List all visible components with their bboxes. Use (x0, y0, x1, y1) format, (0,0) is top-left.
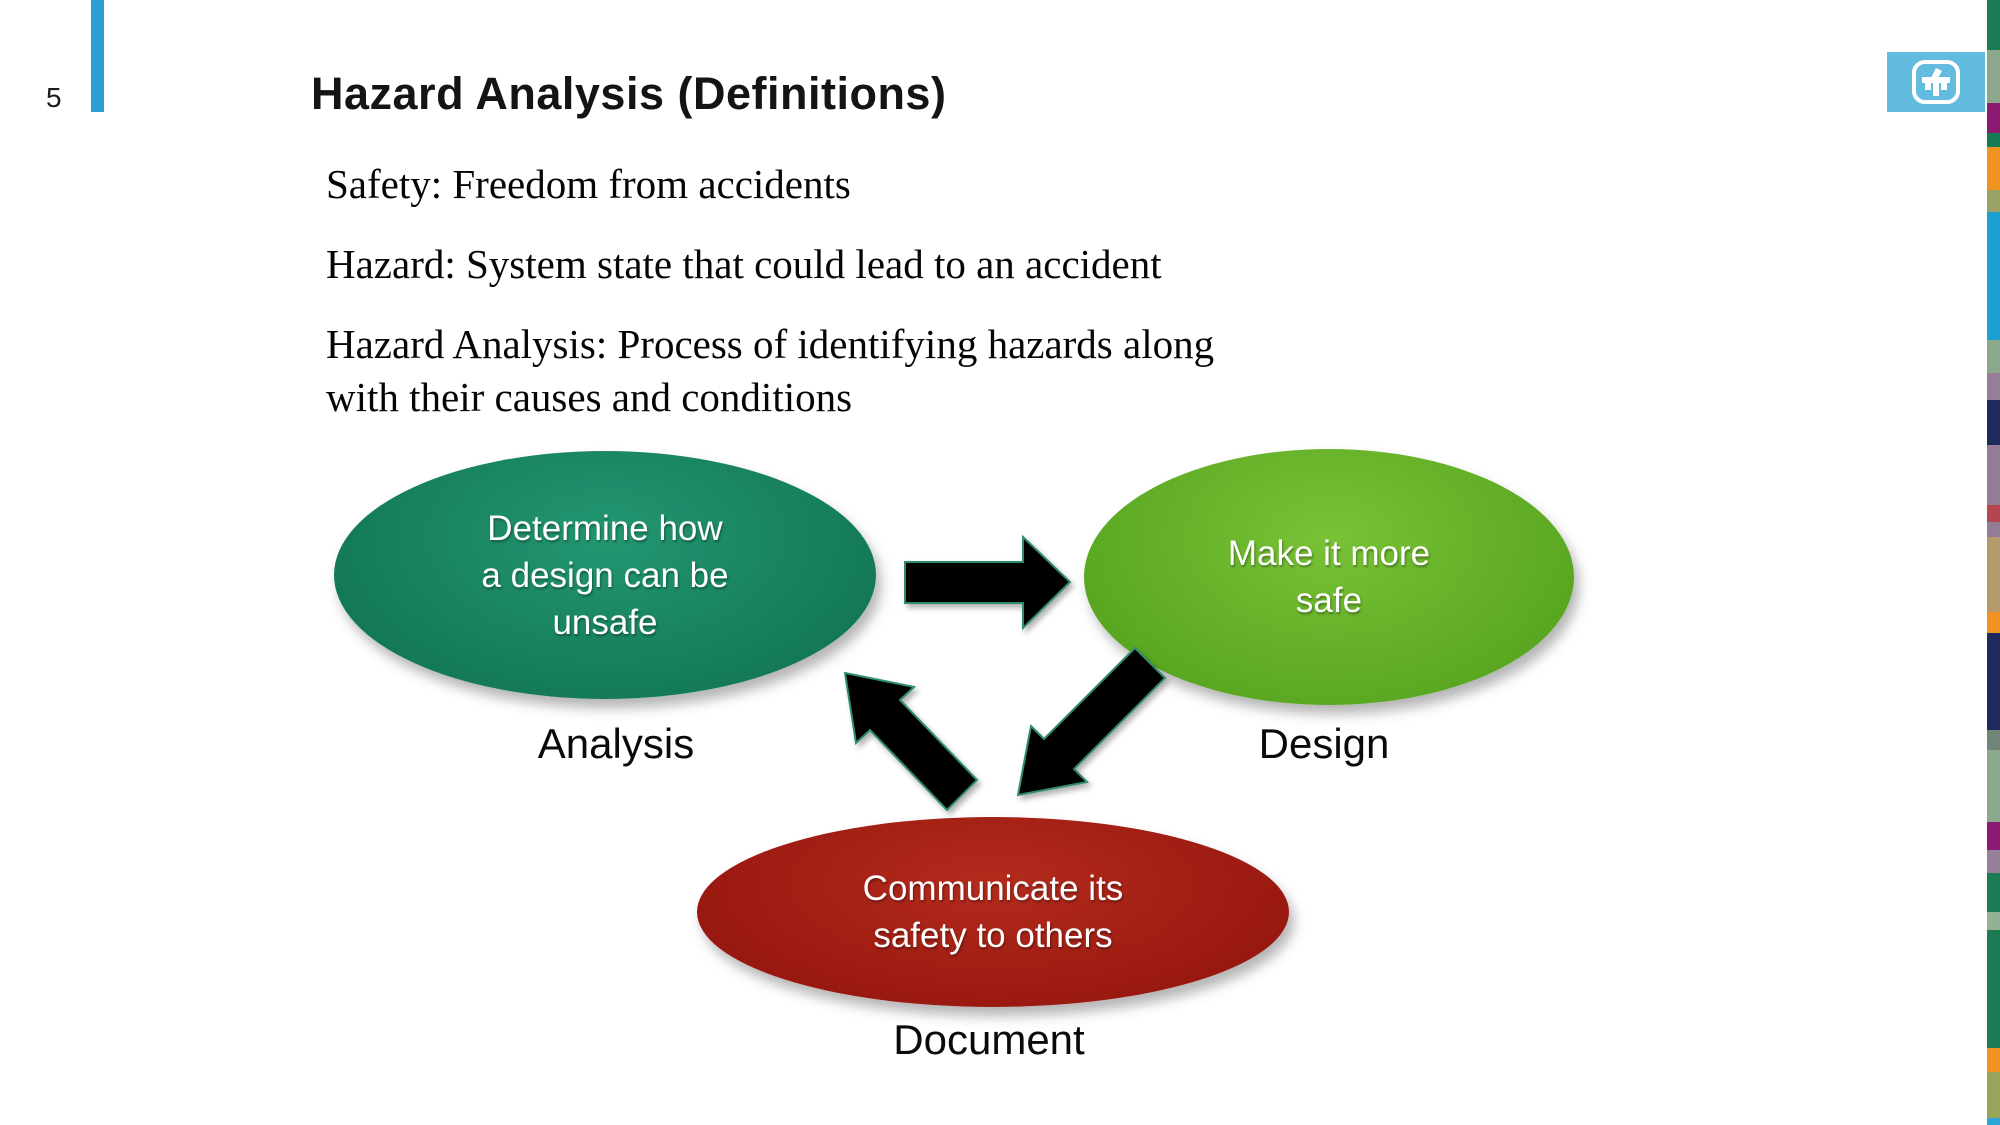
stripe-segment (1987, 103, 2000, 133)
stripe-segment (1987, 1118, 2000, 1125)
stripe-segment (1987, 445, 2000, 505)
stripe-segment (1987, 400, 2000, 445)
stripe-segment (1987, 750, 2000, 822)
stripe-segment (1987, 147, 2000, 190)
right-color-stripe (1987, 0, 2000, 1125)
stripe-segment (1987, 340, 2000, 373)
label-analysis: Analysis (537, 720, 695, 767)
stripe-segment (1987, 873, 2000, 912)
sandia-logo (1887, 52, 1985, 112)
page-number: 5 (46, 82, 62, 113)
stripe-segment (1987, 373, 2000, 400)
stripe-segment (1987, 822, 2000, 850)
node-analysis: Determine how a design can be unsafe (334, 451, 876, 699)
stripe-segment (1987, 930, 2000, 1048)
label-design: Design (1258, 720, 1390, 767)
node-document-text: Communicate its safety to others (862, 869, 1124, 955)
definition-hazard-analysis: Hazard Analysis: Process of identifying … (326, 321, 1215, 420)
stripe-segment (1987, 912, 2000, 930)
stripe-segment (1987, 133, 2000, 147)
stripe-segment (1987, 1072, 2000, 1118)
node-design: Make it more safe (1084, 449, 1574, 705)
node-design-text: Make it more safe (1227, 534, 1431, 620)
slide-title: Hazard Analysis (Definitions) (311, 68, 947, 119)
arrow-document-to-analysis (843, 671, 979, 812)
arrow-design-to-document (1016, 646, 1167, 797)
stripe-segment (1987, 505, 2000, 522)
stripe-segment (1987, 633, 2000, 730)
stripe-segment (1987, 190, 2000, 212)
thunderbird-icon (1912, 60, 1960, 104)
node-analysis-text: Determine how a design can be unsafe (481, 508, 729, 642)
stripe-segment (1987, 850, 2000, 873)
stripe-segment (1987, 0, 2000, 50)
definition-hazard: Hazard: System state that could lead to … (326, 241, 1162, 287)
stripe-segment (1987, 1048, 2000, 1072)
node-document: Communicate its safety to others (697, 817, 1289, 1007)
label-document: Document (893, 1016, 1085, 1063)
stripe-segment (1987, 522, 2000, 537)
title-accent-bar (91, 0, 104, 112)
stripe-segment (1987, 537, 2000, 612)
stripe-segment (1987, 50, 2000, 103)
stripe-segment (1987, 612, 2000, 633)
stripe-segment (1987, 212, 2000, 340)
definition-safety: Safety: Freedom from accidents (326, 161, 851, 207)
stripe-segment (1987, 730, 2000, 750)
arrow-analysis-to-design (904, 534, 1072, 631)
definitions-block: Safety: Freedom from accidents Hazard: S… (326, 158, 1426, 451)
